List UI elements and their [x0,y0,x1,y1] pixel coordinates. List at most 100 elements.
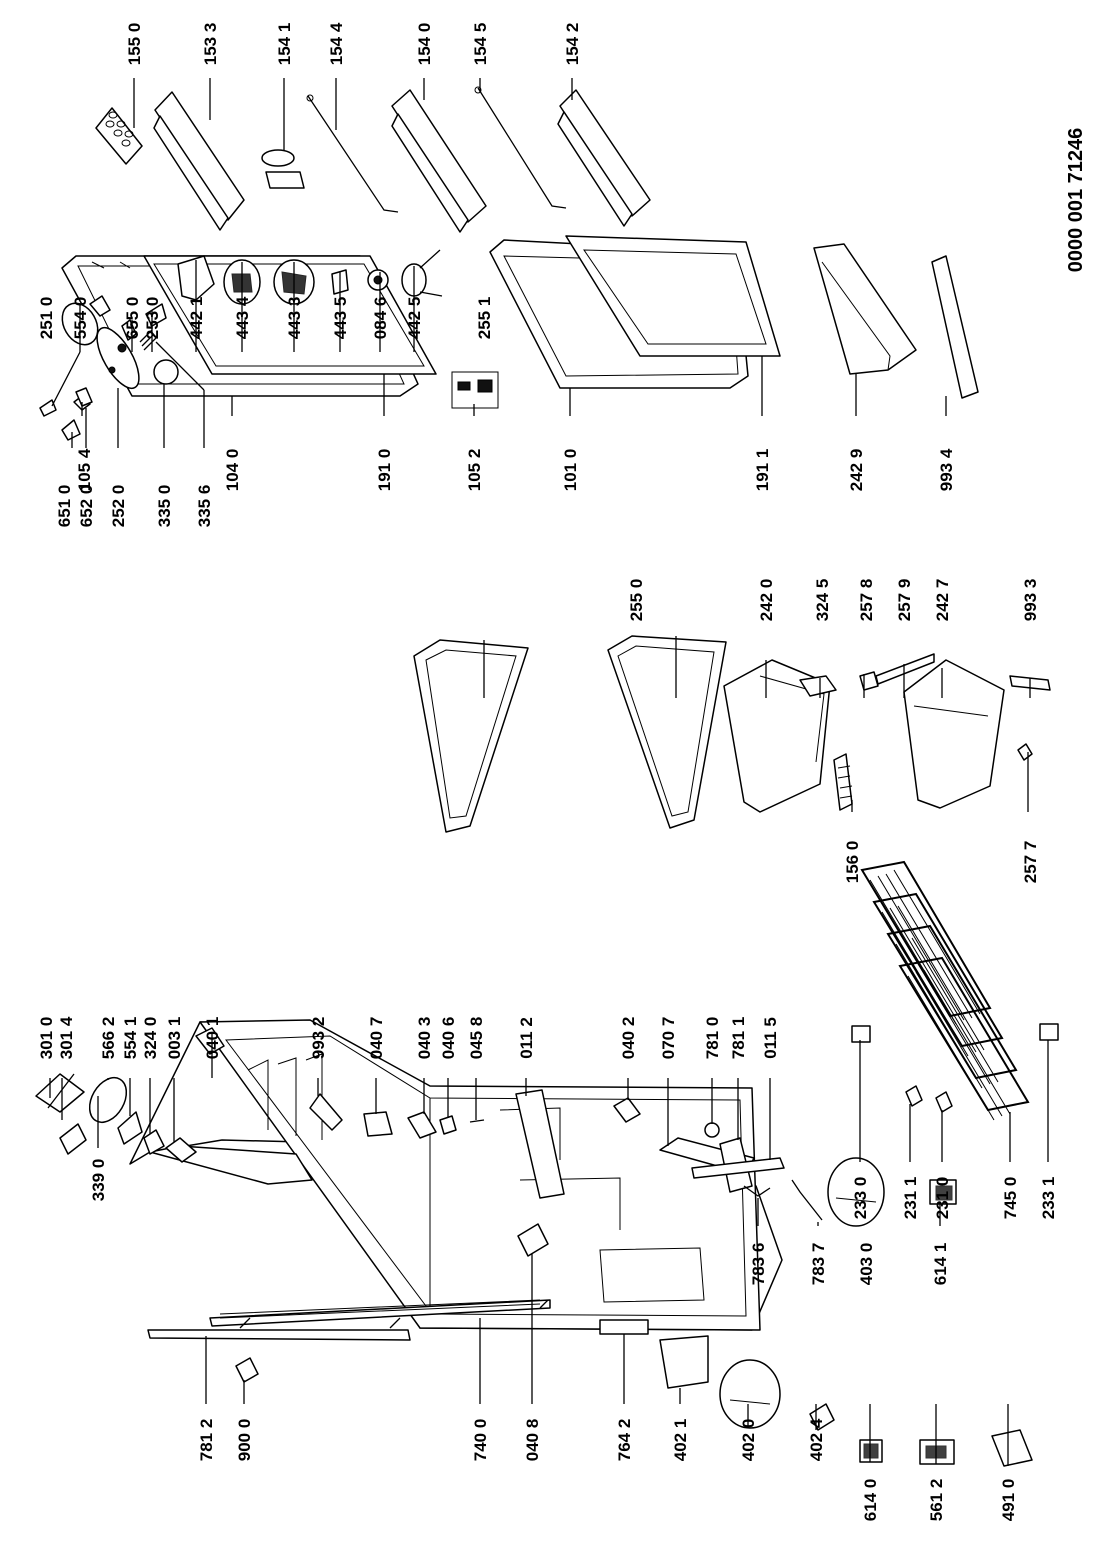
part-egg-tray [95,107,143,165]
part-ice-tray [833,753,853,811]
callout-label: 101 0 [561,449,580,492]
callout-label: 561 2 [927,1479,946,1522]
part-clamp [235,1357,259,1383]
part-thermostat-housing [96,326,140,390]
callout-label: 255 0 [627,579,646,622]
callout-label: 255 1 [475,297,494,340]
callout-label: 003 1 [165,1017,184,1060]
callout-label: 993 2 [309,1017,328,1060]
part-hinge-kit [451,371,499,409]
part-drawer-cover [799,675,837,697]
callout-label: 402 0 [739,1419,758,1462]
part-wire-clip-b [791,1179,823,1221]
callout-label: 040 7 [367,1017,386,1060]
callout-label: 652 0 [77,485,96,528]
part-cap [704,1122,720,1138]
callout-label: 443 5 [331,297,350,340]
callout-label: 231 0 [933,1177,952,1220]
part-crisper-drawer [723,659,831,813]
part-hinge-mid-bracket [363,1111,393,1137]
callout-label: 154 4 [327,22,346,65]
callout-label: 403 0 [857,1243,876,1286]
part-thermostat-knob [153,359,179,385]
callout-label: 070 7 [659,1017,678,1060]
callout-label: 614 1 [931,1243,950,1286]
part-relay-b [929,1179,957,1205]
part-hinge-upper [195,1027,225,1055]
callout-label: 324 5 [813,579,832,622]
part-fan-bush [367,269,389,291]
callout-label: 105 2 [465,449,484,492]
part-wire-clip-a [743,1185,771,1197]
callout-label: 783 7 [809,1243,828,1286]
callout-label: 740 0 [471,1419,490,1462]
callout-label: 442 1 [187,297,206,340]
callout-label: 040 6 [439,1017,458,1060]
part-evaporating-tray [659,1335,709,1389]
callout-label: 242 9 [847,449,866,492]
part-damper [401,249,443,297]
part-glass-shelf-lower [607,635,727,829]
part-small-cover [39,399,57,417]
part-door-bin-mid [391,89,487,233]
callout-label: 242 0 [757,579,776,622]
part-condenser [209,1299,551,1329]
callout-label: 154 1 [275,23,294,66]
part-relay-a [859,1439,883,1463]
callout-label: 156 0 [843,841,862,884]
callout-label: 554 0 [71,297,90,340]
callout-label: 231 1 [901,1177,920,1220]
callout-label: 253 0 [143,297,162,340]
part-lamp-socket [75,387,93,407]
part-door-bin-small [557,89,651,227]
callout-label: 191 1 [753,449,772,492]
part-shelf-support-b [1039,1023,1059,1041]
callout-label: 566 2 [99,1017,118,1060]
part-screw [469,1119,485,1123]
callout-label: 011 5 [761,1017,780,1059]
part-top-hinge [165,1137,197,1163]
part-door-bin-large [153,91,245,231]
callout-label: 154 0 [415,23,434,66]
callout-label: 104 0 [223,449,242,492]
callout-label: 335 0 [155,485,174,528]
part-small-clip-a [859,671,879,691]
callout-label: 339 0 [89,1159,108,1202]
part-clip-d [935,1091,953,1113]
callout-label: 781 1 [729,1017,748,1060]
callout-label: 781 2 [197,1419,216,1462]
part-condenser-tube [147,1329,411,1341]
part-small-clip-b [1017,743,1033,761]
part-door-stop [309,1093,343,1131]
part-trim-strip [515,1089,565,1199]
part-freezer-door-gasket [565,235,781,357]
part-starter [919,1439,955,1465]
callout-label: 153 3 [201,23,220,66]
callout-label: 900 0 [235,1419,254,1462]
callout-label: 781 0 [703,1017,722,1060]
part-top-panel [35,1073,85,1113]
document-number: 0000 001 71246 [1065,128,1087,273]
part-clip [145,303,167,327]
callout-label: 040 3 [415,1017,434,1060]
callout-label: 402 4 [807,1418,826,1461]
callout-label: 301 4 [57,1016,76,1059]
callout-label: 251 0 [37,297,56,340]
callout-label: 233 1 [1039,1177,1058,1220]
callout-label: 040 2 [619,1017,638,1060]
callout-label: 301 0 [37,1017,56,1060]
callout-label: 745 0 [1001,1177,1020,1220]
callout-label: 443 3 [285,297,304,340]
part-cabinet [129,1019,783,1331]
callout-label: 045 8 [467,1017,486,1060]
callout-label: 191 0 [375,449,394,492]
part-compressor-b [827,1157,885,1227]
callout-label: 252 0 [109,485,128,528]
part-glass-shelf-upper [413,639,529,833]
part-door-rail-2 [474,86,567,209]
part-lamp-cover [59,1123,87,1155]
callout-label: 154 5 [471,23,490,66]
